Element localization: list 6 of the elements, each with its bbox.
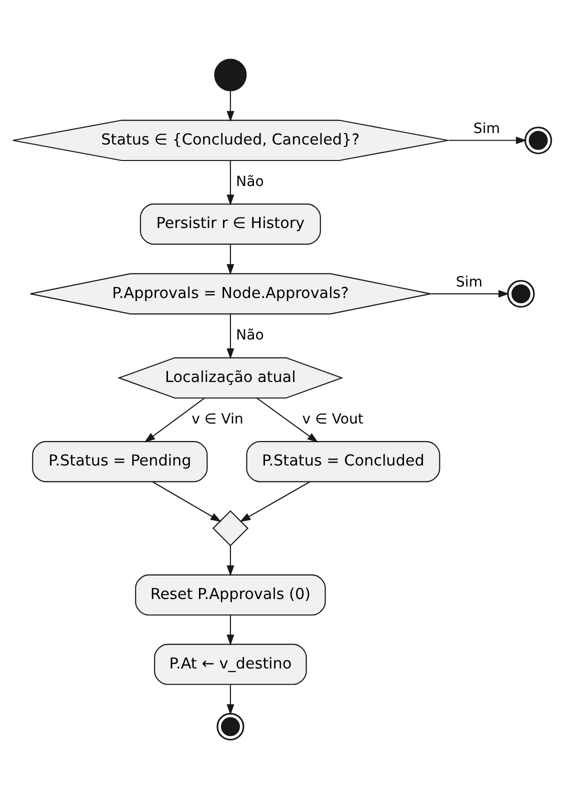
edge-label: v ∈ Vin	[192, 412, 244, 428]
edge-label: Não	[236, 174, 264, 190]
edge-label: Sim	[473, 121, 500, 138]
edge-label: Sim	[456, 274, 482, 291]
edge-label: v ∈ Vout	[302, 412, 364, 428]
edge-label: Não	[236, 328, 264, 344]
